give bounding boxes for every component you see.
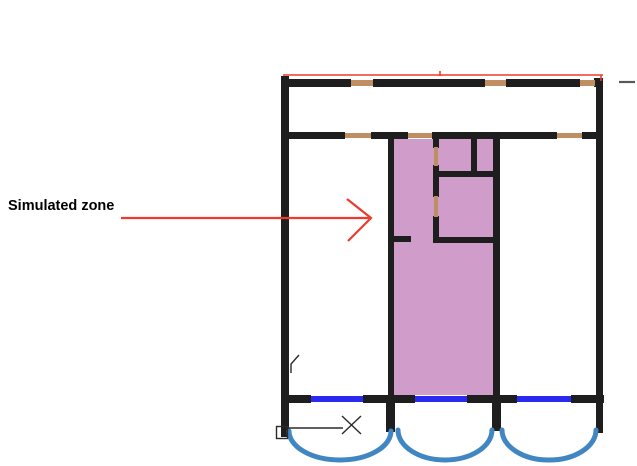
arrowhead-icon xyxy=(346,198,373,242)
simulated-zone-label: Simulated zone xyxy=(8,198,115,214)
leader-arrow xyxy=(121,198,373,242)
simulated-zone-fill xyxy=(394,139,493,395)
y-axis-mark xyxy=(290,354,300,373)
ucs-origin-box xyxy=(275,425,289,440)
wall-segments xyxy=(281,76,604,437)
window-segments xyxy=(311,396,571,402)
door-opening-segments xyxy=(345,80,595,217)
ucs-axis-icon xyxy=(275,354,362,440)
x-axis-mark xyxy=(341,415,362,435)
red-reference-line xyxy=(283,71,603,81)
balcony-arcs xyxy=(286,427,599,463)
